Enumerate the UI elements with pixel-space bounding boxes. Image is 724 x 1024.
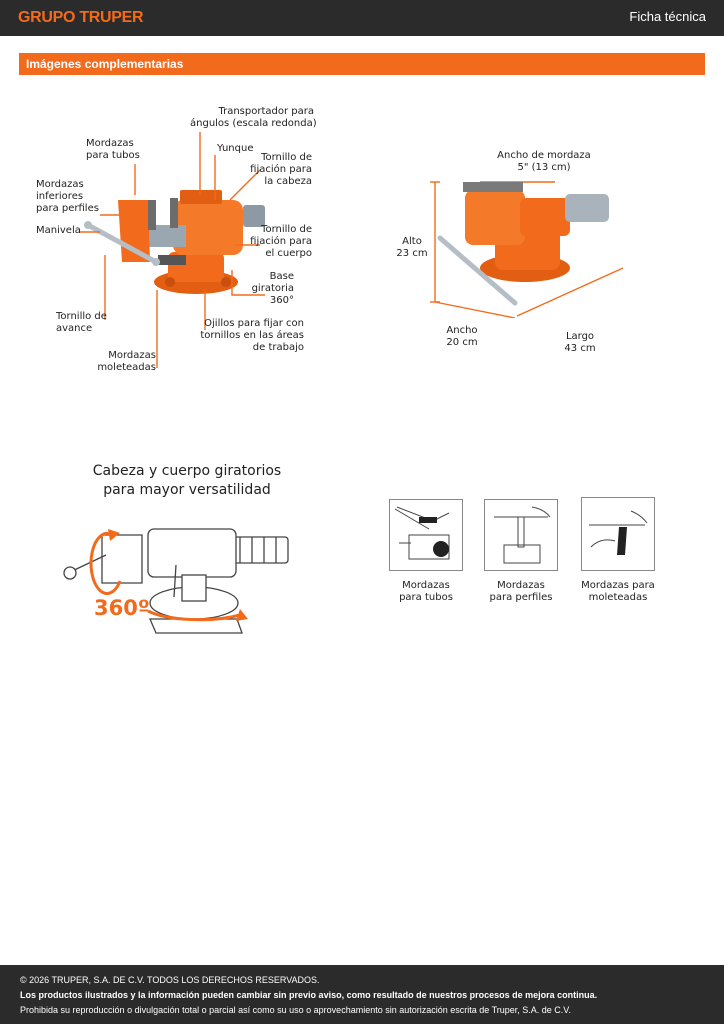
label-line: fijación para — [250, 164, 312, 175]
knurled-jaw-usage-image — [581, 497, 655, 571]
label-line: giratoria — [251, 283, 294, 294]
rotation-degrees: 360º — [94, 596, 150, 620]
label-largo: Largo 43 cm — [562, 331, 598, 355]
parts-leader-lines — [80, 132, 265, 368]
label-line: Ojillos para fijar con — [204, 318, 304, 329]
label-line: Alto — [402, 236, 422, 247]
footer-copyright: © 2026 TRUPER, S.A. DE C.V. TODOS LOS DE… — [20, 975, 320, 985]
label-line: fijación para — [250, 236, 312, 247]
document-type-label: Ficha técnica — [629, 9, 706, 24]
label-line: Mordazas — [402, 580, 450, 591]
label-mordazas-inferiores: Mordazas inferiores para perfiles — [36, 179, 99, 215]
rotation-illustration — [63, 528, 289, 634]
label-ancho-mordaza: Ancho de mordaza 5" (13 cm) — [490, 150, 598, 174]
label-line: Tornillo de — [56, 311, 107, 322]
rotation-headline: Cabeza y cuerpo giratorios para mayor ve… — [62, 462, 312, 500]
label-line: tornillos en las áreas — [200, 330, 304, 341]
label-ancho: Ancho 20 cm — [442, 325, 482, 349]
pipe-jaw-usage-image — [389, 499, 463, 571]
label-line: la cabeza — [264, 176, 312, 187]
label-transportador: Transportador para ángulos (escala redon… — [190, 106, 317, 130]
label-alto: Alto 23 cm — [395, 236, 429, 260]
label-line: Tornillo de — [261, 224, 312, 235]
label-line: Mordazas — [86, 138, 134, 149]
headline-line: para mayor versatilidad — [103, 482, 271, 498]
label-mordazas-moleteadas: Mordazas moleteadas — [94, 350, 156, 374]
label-line: avance — [56, 323, 93, 334]
label-line: para perfiles — [36, 203, 99, 214]
label-line: 43 cm — [564, 343, 596, 354]
section-title: Imágenes complementarias — [26, 57, 184, 71]
label-line: 360° — [269, 295, 294, 306]
label-line: moleteadas — [588, 592, 648, 603]
use-label-moleteadas: Mordazas para moleteadas — [576, 580, 660, 604]
label-line: Mordazas para — [581, 580, 655, 591]
use-card-perfiles — [484, 499, 558, 571]
vise-dimensions-illustration — [430, 181, 624, 318]
label-line: de trabajo — [252, 342, 304, 353]
footer-prohibition: Prohibida su reproducción o divulgación … — [20, 1005, 571, 1015]
label-line: Ancho de mordaza — [497, 150, 591, 161]
section-header: Imágenes complementarias — [19, 53, 705, 75]
use-label-tubos: Mordazas para tubos — [386, 580, 466, 604]
use-card-tubos — [389, 499, 463, 571]
footer-notice: Los productos ilustrados y la informació… — [20, 990, 598, 1000]
label-line: 20 cm — [446, 337, 478, 348]
label-line: Base — [269, 271, 294, 282]
label-line: 5" (13 cm) — [517, 162, 571, 173]
label-line: 23 cm — [396, 248, 428, 259]
vise-parts-illustration — [84, 190, 265, 294]
profile-jaw-usage-image — [484, 499, 558, 571]
label-line: el cuerpo — [265, 248, 312, 259]
label-line: inferiores — [36, 191, 84, 202]
label-line: Mordazas — [36, 179, 84, 190]
label-line: Mordazas — [497, 580, 545, 591]
label-line: para tubos — [86, 150, 140, 161]
label-line: Transportador para — [218, 106, 314, 117]
label-line: moleteadas — [97, 362, 156, 373]
label-line: Tornillo de — [261, 152, 312, 163]
label-tornillo-avance: Tornillo de avance — [56, 311, 107, 335]
headline-line: Cabeza y cuerpo giratorios — [92, 463, 282, 479]
label-yunque: Yunque — [217, 143, 254, 154]
label-manivela: Manivela — [36, 225, 81, 236]
label-line: para tubos — [399, 592, 453, 603]
label-line: Ancho — [446, 325, 478, 336]
label-mordazas-tubos: Mordazas para tubos — [86, 138, 140, 162]
label-ojillos: Ojillos para fijar con tornillos en las … — [180, 318, 304, 354]
label-line: Mordazas — [108, 350, 156, 361]
label-line: Largo — [565, 331, 595, 342]
label-line: ángulos (escala redonda) — [190, 118, 317, 129]
label-line: para perfiles — [489, 592, 553, 603]
use-label-perfiles: Mordazas para perfiles — [481, 580, 561, 604]
label-tornillo-cabeza: Tornillo de fijación para la cabeza — [232, 152, 312, 188]
use-card-moleteadas — [581, 497, 655, 571]
label-base-giratoria: Base giratoria 360° — [234, 271, 294, 307]
top-header-bar: GRUPO TRUPER Ficha técnica — [0, 0, 724, 36]
page-footer: © 2026 TRUPER, S.A. DE C.V. TODOS LOS DE… — [0, 965, 724, 1024]
brand-logo: GRUPO TRUPER — [18, 9, 144, 26]
label-tornillo-cuerpo: Tornillo de fijación para el cuerpo — [232, 224, 312, 260]
